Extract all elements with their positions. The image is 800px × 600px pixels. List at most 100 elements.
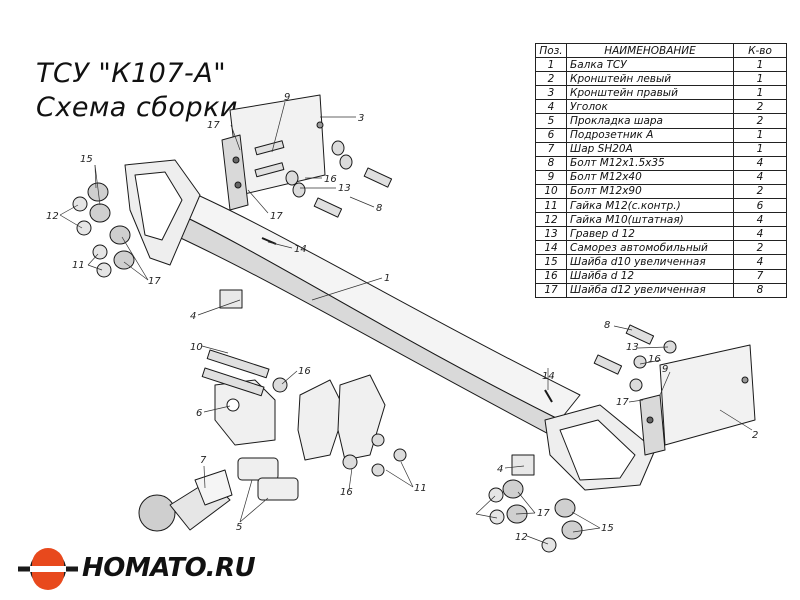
cell-name: Гайка М10(штатная) [566, 212, 734, 228]
cell-qty: 1 [733, 57, 787, 73]
mount-plate-b [337, 374, 386, 461]
cell-name: Шайба d10 увеличенная [566, 254, 734, 270]
cell-pos: 11 [535, 198, 567, 214]
cell-name: Болт М12х40 [566, 169, 734, 185]
callout-17a: 17 [207, 120, 220, 131]
cell-name: Гайка М12(с.контр.) [566, 198, 734, 214]
cell-qty: 1 [733, 127, 787, 143]
header-pos: Поз. [535, 42, 567, 59]
callout-17e: 17 [616, 397, 629, 408]
bracket-right [221, 94, 326, 211]
tow-bar-beam [124, 159, 656, 491]
callout-8a: 8 [376, 203, 382, 214]
cell-qty: 2 [733, 113, 787, 129]
site-logo-text[interactable]: HOMATO.RU [82, 553, 256, 583]
callout-4a: 4 [190, 311, 196, 322]
callout-17c: 17 [148, 276, 161, 287]
cell-qty: 6 [733, 198, 787, 214]
callout-10: 10 [190, 342, 203, 353]
callout-12a: 12 [46, 211, 59, 222]
leader-lines [59, 101, 753, 545]
cell-name: Шайба d 12 [566, 268, 734, 284]
callout-6: 6 [196, 408, 202, 419]
diagram-subtitle: Схема сборки [36, 92, 238, 123]
cell-name: Шар SH20A [566, 141, 734, 157]
callout-13b: 13 [626, 342, 639, 353]
ball-spacer-a [237, 457, 279, 481]
cell-qty: 2 [733, 99, 787, 115]
cell-pos: 3 [535, 85, 567, 101]
cell-name: Гравер d 12 [566, 226, 734, 242]
callout-16c: 16 [340, 487, 353, 498]
bolt-8b [313, 197, 343, 218]
cell-pos: 10 [535, 183, 567, 200]
bolt-9b [254, 162, 285, 178]
cell-qty: 4 [733, 155, 787, 171]
callout-4b: 4 [497, 464, 503, 475]
tow-ball [138, 469, 233, 532]
callout-labels: 1 2 3 4 4 5 6 7 8 8 9 9 10 11 11 12 12 1… [46, 92, 758, 543]
diagram-title: ТСУ "К107-А" [36, 58, 227, 89]
cell-qty: 2 [733, 240, 787, 256]
header-name: НАИМЕНОВАНИЕ [566, 42, 734, 59]
header-qty: К-во [733, 42, 787, 59]
cell-name: Кронштейн левый [566, 71, 734, 87]
cell-name: Уголок [566, 99, 734, 115]
washer-cluster-left [72, 182, 135, 278]
screw-14a [261, 237, 277, 245]
bolt-8a [363, 167, 393, 188]
cell-qty: 4 [733, 212, 787, 228]
angle-bracket-4a [219, 289, 243, 309]
callout-16a: 16 [324, 174, 337, 185]
cell-qty: 7 [733, 268, 787, 284]
mount-plate-a [297, 379, 346, 461]
callout-15a: 15 [80, 154, 93, 165]
cell-name: Саморез автомобильный [566, 240, 734, 256]
cell-pos: 17 [535, 282, 567, 298]
callout-2: 2 [752, 430, 758, 441]
callout-12b: 12 [515, 532, 528, 543]
callout-9a: 9 [284, 92, 290, 103]
cell-name: Кронштейн правый [566, 85, 734, 101]
callout-16d: 16 [648, 354, 661, 365]
socket-plate [214, 379, 276, 446]
callout-13a: 13 [338, 183, 351, 194]
cell-name: Шайба d12 увеличенная [566, 282, 734, 298]
screw-14b [544, 389, 553, 403]
cell-pos: 14 [535, 240, 567, 256]
washer-cluster-right [488, 479, 583, 553]
homato-logo-icon [18, 548, 78, 590]
callout-8b: 8 [604, 320, 610, 331]
ball-spacer-b [257, 477, 299, 501]
bolt-m12x90 [206, 349, 270, 379]
cell-pos: 7 [535, 141, 567, 157]
cell-pos: 12 [535, 212, 567, 228]
cell-pos: 5 [535, 113, 567, 129]
cell-qty: 4 [733, 226, 787, 242]
cell-qty: 8 [733, 282, 787, 298]
bolt-8d [593, 354, 623, 375]
cell-pos: 6 [535, 127, 567, 143]
callout-17b: 17 [270, 211, 283, 222]
bolt-9a [254, 140, 285, 156]
cell-qty: 4 [733, 169, 787, 185]
cell-qty: 1 [733, 85, 787, 101]
cell-pos: 8 [535, 155, 567, 171]
callout-14a: 14 [294, 244, 307, 255]
